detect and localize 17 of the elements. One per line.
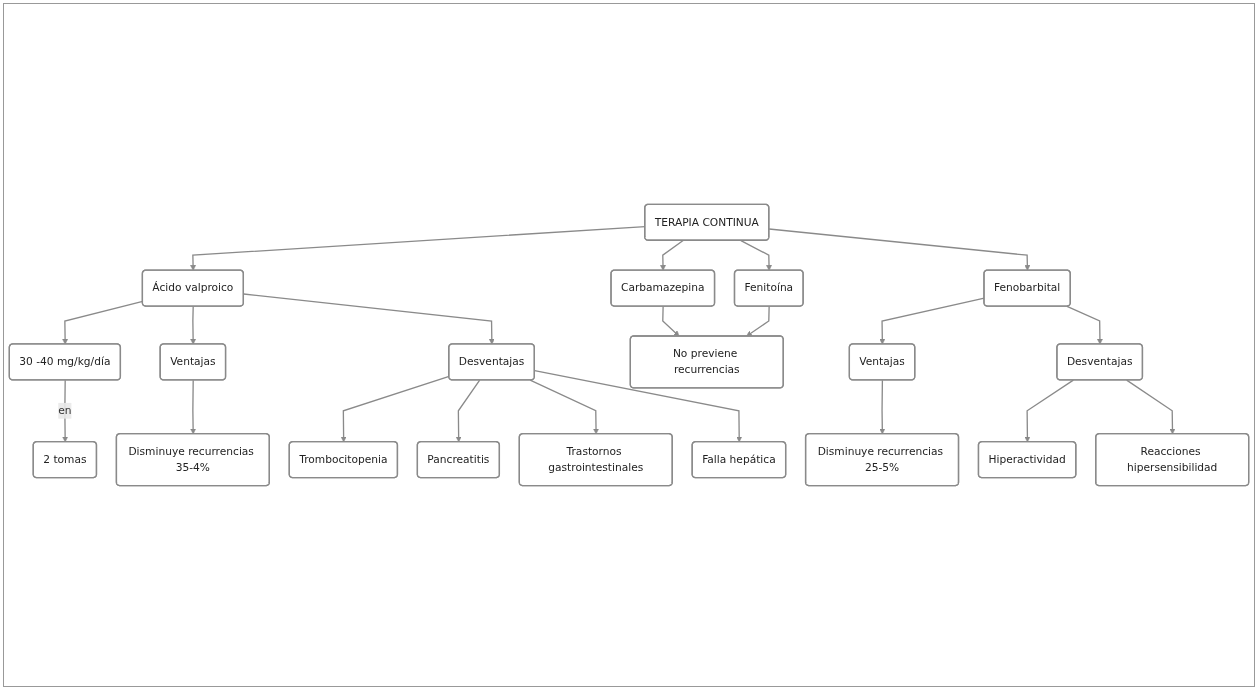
arrow: [662, 305, 680, 337]
edge-label: en: [58, 404, 72, 417]
arrow: [1126, 379, 1176, 435]
arrow: [879, 379, 886, 435]
arrow: [190, 305, 197, 345]
arrow: [1024, 379, 1074, 443]
arrow: [190, 379, 197, 435]
arrow: [534, 370, 743, 443]
arrow: [1066, 305, 1103, 345]
arrow: [746, 305, 770, 337]
arrow: [243, 293, 495, 345]
arrow: [740, 239, 772, 271]
arrow: [62, 379, 69, 443]
arrow: [660, 239, 684, 271]
arrow: [768, 228, 1031, 271]
arrow: [529, 379, 599, 435]
arrow: [455, 379, 481, 443]
